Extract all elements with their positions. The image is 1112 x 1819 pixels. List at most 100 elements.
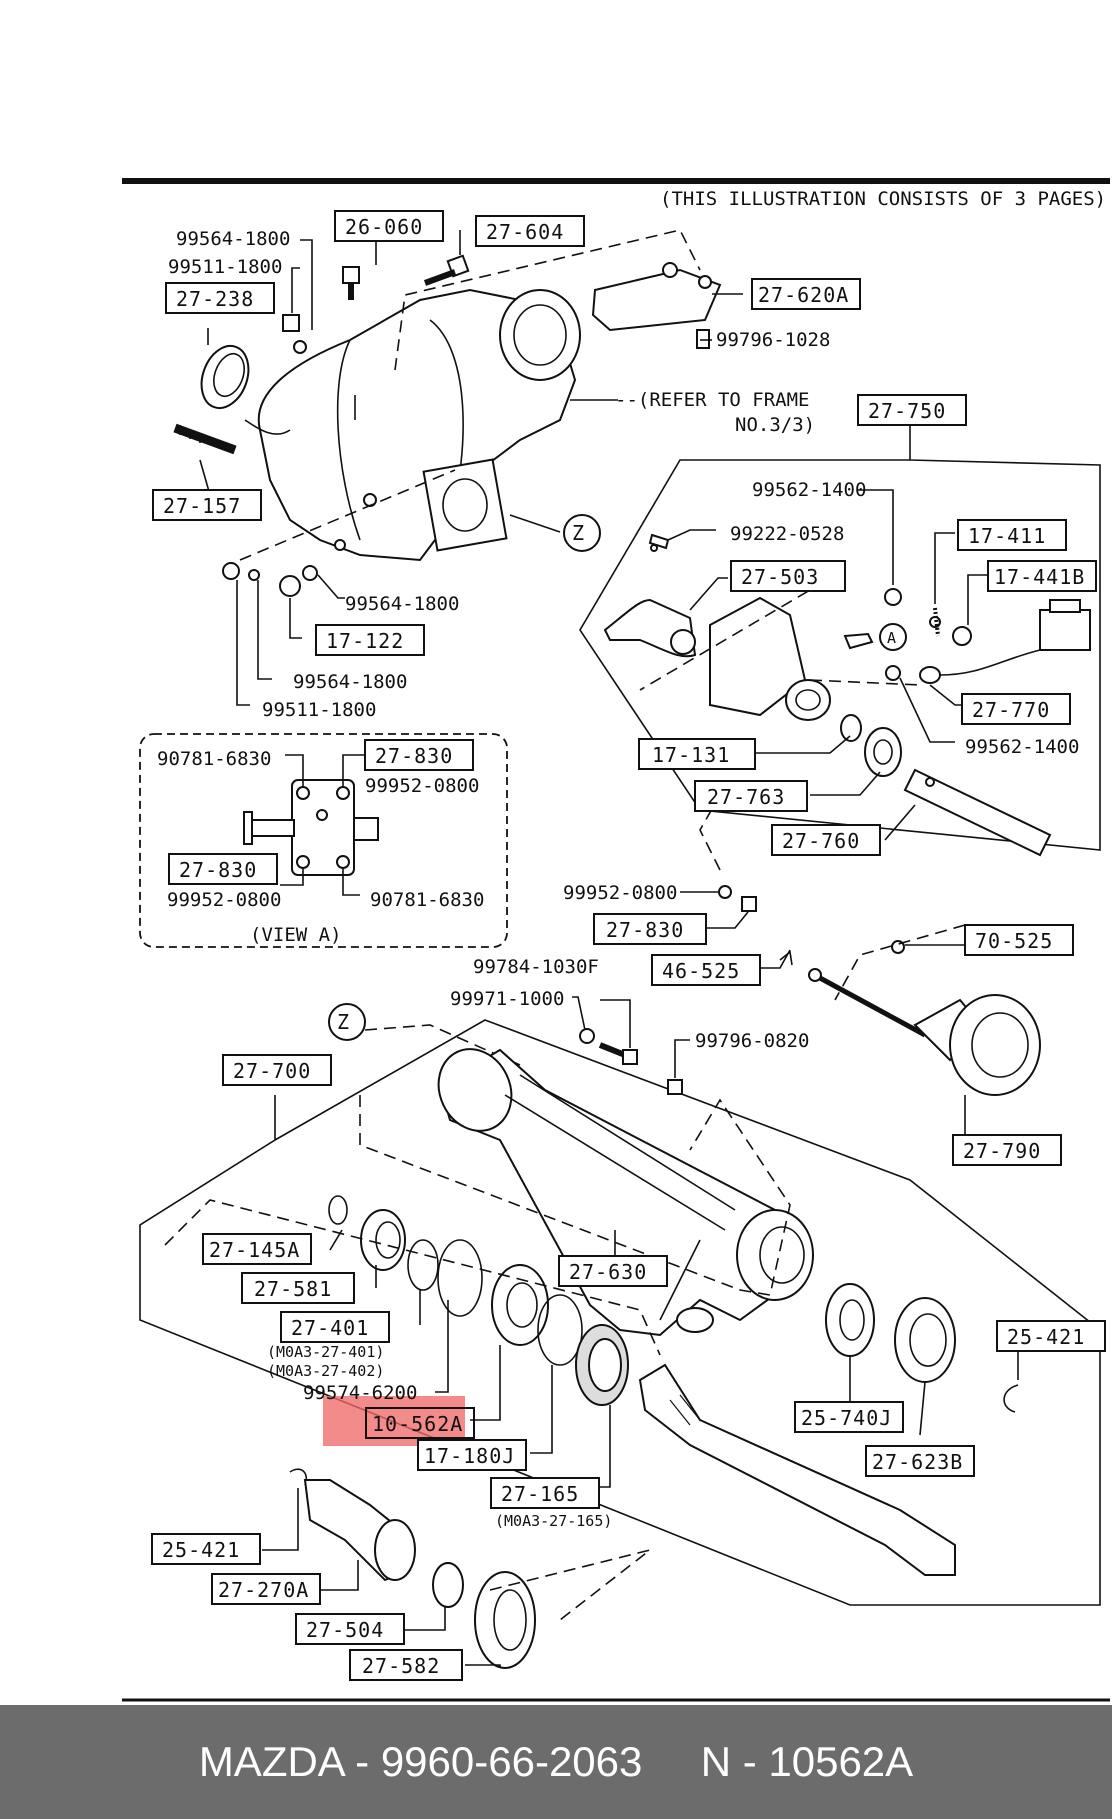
svg-text:27-830: 27-830 [606, 918, 684, 942]
bolt-26-060 [342, 266, 360, 300]
svg-text:27-504: 27-504 [306, 1618, 384, 1642]
part-number-90781-6830-low: 90781-6830 [370, 889, 484, 911]
svg-text:25-421: 25-421 [1007, 1325, 1085, 1349]
boxed-label-27-750: 27-750 [857, 394, 967, 426]
boxed-label-17-131: 17-131 [638, 738, 756, 770]
part-number-99562-1400-top: 99562-1400 [752, 479, 866, 501]
snap-ring-99574-6200 [437, 1239, 483, 1317]
part-number-99952-0800: 99952-0800 [563, 882, 677, 904]
snap-ring-25-421-left [289, 1468, 308, 1486]
boxed-label-27-790: 27-790 [952, 1134, 1062, 1166]
boxed-label-25-421-left: 25-421 [151, 1533, 261, 1565]
bearing-27-504 [432, 1562, 464, 1608]
boxed-label-27-582: 27-582 [349, 1649, 463, 1681]
svg-text:27-630: 27-630 [569, 1260, 647, 1284]
boxed-label-27-581: 27-581 [241, 1272, 355, 1304]
boxed-label-25-421-right: 25-421 [996, 1320, 1106, 1352]
svg-text:27-165: 27-165 [501, 1482, 579, 1506]
shift-fork-27-503 [603, 533, 697, 658]
washer-99952-0800 [718, 885, 732, 899]
part-number-99952-0800-view-low: 99952-0800 [167, 889, 281, 911]
svg-text:27-503: 27-503 [741, 565, 819, 589]
boxed-label-27-604: 27-604 [475, 215, 585, 247]
svg-text:27-620A: 27-620A [758, 283, 849, 307]
snap-ring-27-145A [328, 1195, 348, 1225]
release-bearing-27-790 [808, 968, 1041, 1096]
group-27-700-outline [139, 1019, 1101, 1606]
input-shaft [638, 1363, 956, 1576]
switch-27-770 [919, 599, 1091, 684]
clip-46-525 [779, 950, 793, 966]
note-m0a3-27-401: (M0A3-27-401) [267, 1343, 384, 1361]
svg-text:27-623B: 27-623B [872, 1450, 963, 1474]
boxed-label-27-830-view: 27-830 [168, 853, 278, 885]
boxed-label-27-401: 27-401 [280, 1311, 390, 1343]
view-a-bracket [243, 779, 379, 876]
bolt-27-604 [423, 254, 470, 286]
part-number-99784-1030F: 99784-1030F [473, 956, 599, 978]
boxed-label-27-760: 27-760 [771, 824, 881, 856]
view-a-frame [139, 733, 508, 948]
svg-text:27-763: 27-763 [707, 785, 785, 809]
boxed-label-27-504: 27-504 [295, 1613, 405, 1645]
synchro-27-582 [474, 1571, 536, 1669]
bearing-10-562A [491, 1264, 549, 1346]
svg-text:17-180J: 17-180J [424, 1444, 515, 1468]
arrow-a-marker [843, 632, 874, 650]
callout-z-bottom: Z [337, 1010, 350, 1034]
svg-text:17-441B: 17-441B [994, 565, 1085, 589]
part-number-99796-1028: 99796-1028 [716, 329, 830, 351]
part-number-99564-1800-low: 99564-1800 [293, 671, 407, 693]
footer-bar: MAZDA - 9960-66-2063 N - 10562A [0, 1705, 1112, 1819]
svg-text:27-830: 27-830 [179, 858, 257, 882]
svg-text:27-581: 27-581 [254, 1277, 332, 1301]
washer-99971-1000 [579, 1028, 595, 1044]
boxed-label-17-180J: 17-180J [417, 1439, 527, 1471]
boxed-label-17-122: 17-122 [315, 624, 425, 656]
boxed-label-17-411: 17-411 [957, 519, 1067, 551]
bracket-27-620A [591, 262, 722, 349]
header-note: (THIS ILLUSTRATION CONSISTS OF 3 PAGES) [660, 188, 1106, 210]
svg-text:10-562A: 10-562A [372, 1412, 463, 1436]
part-number-99952-0800-view-top: 99952-0800 [365, 775, 479, 797]
boxed-label-27-157: 27-157 [152, 489, 262, 521]
stud-27-157 [173, 423, 237, 455]
refer-note: --(REFER TO FRAME [615, 389, 809, 411]
callout-a-circle [879, 623, 907, 651]
boxed-label-27-770: 27-770 [961, 693, 1071, 725]
view-a-label: (VIEW A) [250, 924, 342, 946]
drain-plugs-left [282, 314, 307, 354]
boxed-label-17-441B: 17-441B [987, 560, 1097, 592]
svg-text:17-122: 17-122 [326, 629, 404, 653]
svg-text:27-401: 27-401 [291, 1316, 369, 1340]
callout-z-top: Z [572, 521, 585, 545]
svg-text:27-270A: 27-270A [218, 1578, 309, 1602]
part-number-99574-6200: 99574-6200 [303, 1382, 417, 1404]
part-number-99511-1800-top: 99511-1800 [168, 256, 282, 278]
part-number-99562-1400-low: 99562-1400 [965, 736, 1079, 758]
gear-shaft-27-270A [303, 1479, 416, 1582]
svg-text:26-060: 26-060 [345, 215, 423, 239]
part-number-99511-1800-low: 99511-1800 [262, 699, 376, 721]
svg-text:27-238: 27-238 [176, 287, 254, 311]
boxed-label-10-562A: 10-562A [365, 1407, 475, 1439]
plug-17-122 [222, 562, 318, 597]
svg-text:25-740J: 25-740J [801, 1406, 892, 1430]
boxed-label-26-060: 26-060 [334, 210, 444, 242]
gear-27-763 [840, 714, 902, 777]
bearing-25-740J [825, 1283, 875, 1357]
shaft-27-760 [903, 768, 1052, 857]
svg-text:46-525: 46-525 [662, 959, 740, 983]
spring-17-411 [929, 607, 972, 646]
boxed-label-27-830: 27-830 [593, 913, 707, 945]
part-number-99222-0528: 99222-0528 [730, 523, 844, 545]
part-number-99564-1800-top: 99564-1800 [176, 228, 290, 250]
part-number-99796-0820: 99796-0820 [695, 1030, 809, 1052]
boxed-label-70-525: 70-525 [964, 924, 1074, 956]
svg-text:27-157: 27-157 [163, 494, 241, 518]
snap-ring-25-421-right [1003, 1384, 1019, 1413]
oil-seal-27-238 [200, 345, 250, 409]
housing-27-630 [437, 1048, 814, 1337]
boxed-label-27-763: 27-763 [694, 780, 808, 812]
svg-text:27-770: 27-770 [972, 698, 1050, 722]
